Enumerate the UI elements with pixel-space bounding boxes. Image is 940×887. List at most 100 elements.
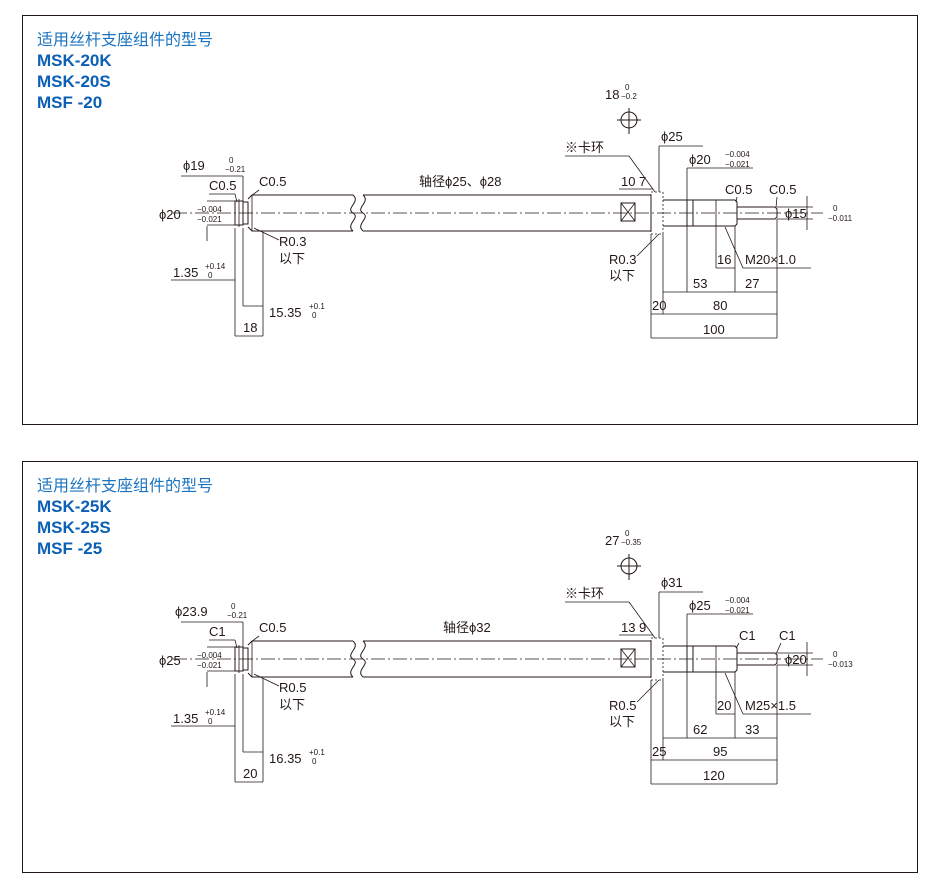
- tol-upper: 0: [229, 156, 234, 165]
- width-symbol: [617, 108, 641, 134]
- snap-ring-collar: [650, 637, 664, 681]
- shaft-drawing: 27 0 −0.35 ϕ23.9 0 −0.21 C1 C0.5 ϕ25 −0.…: [159, 529, 853, 785]
- chamfer-label: C0.5: [769, 182, 796, 197]
- left-radius-note: 以下: [279, 697, 305, 712]
- wrench-flat-b: 7: [639, 174, 646, 189]
- model-name: MSK-20K: [37, 51, 112, 70]
- chamfer-label: C1: [209, 624, 226, 639]
- bearing-journal: [663, 199, 716, 227]
- shaft-diameter-note: 轴径ϕ25、ϕ28: [419, 174, 501, 189]
- left-length-a: 15.35: [269, 305, 302, 320]
- break-line-right: [360, 640, 366, 678]
- wrench-flat-box: [620, 202, 636, 222]
- chamfer-label: C0.5: [259, 620, 286, 635]
- main-shaft: [363, 194, 652, 232]
- tol-lower: −0.21: [225, 165, 246, 174]
- tol-upper: −0.004: [197, 651, 222, 660]
- shaft-tip: [737, 206, 778, 220]
- left-radius-note: 以下: [279, 251, 305, 266]
- top-width-label: 27: [605, 533, 619, 548]
- tol-lower: −0.021: [725, 606, 750, 615]
- thread-length: 27: [745, 276, 759, 291]
- tol-upper: 0: [625, 529, 630, 538]
- applicable-models-header: 适用丝杆支座组件的型号 MSK-20K MSK-20S MSF -20: [37, 30, 213, 113]
- thread-length: 33: [745, 722, 759, 737]
- tol-lower: −0.021: [197, 661, 222, 670]
- tol-upper: −0.004: [725, 596, 750, 605]
- width-symbol: [617, 554, 641, 580]
- chamfer-label: C0.5: [259, 174, 286, 189]
- tol-upper: −0.004: [197, 205, 222, 214]
- right-radius-note: 以下: [609, 714, 635, 729]
- model-name: MSK-25K: [37, 497, 112, 516]
- tol-upper: 0: [833, 650, 838, 659]
- left-length-b: 18: [243, 320, 257, 335]
- thread-relief-length: 16: [717, 252, 731, 267]
- groove-width-label: 1.35: [173, 265, 198, 280]
- length-80: 80: [713, 298, 727, 313]
- collar-length: 25: [652, 744, 666, 759]
- tol-lower: 0: [208, 271, 213, 280]
- journal-diameter: ϕ25: [689, 598, 711, 613]
- left-length-a: 16.35: [269, 751, 302, 766]
- chamfer-label: C0.5: [725, 182, 752, 197]
- collar-diameter: ϕ31: [661, 575, 683, 590]
- tol-lower: −0.2: [621, 92, 637, 101]
- tol-lower: −0.21: [227, 611, 248, 620]
- tol-lower: 0: [312, 757, 317, 766]
- thread-spec: M20×1.0: [745, 252, 796, 267]
- tol-lower: −0.013: [828, 660, 853, 669]
- tol-upper: +0.14: [205, 262, 226, 271]
- snap-ring-note: ※卡环: [565, 140, 604, 155]
- shaft-drawing: 18 0 −0.2 ϕ19 0 −0.21 C0.5 C0.5 ϕ20 −0.0…: [159, 83, 853, 339]
- total-length: 120: [703, 768, 725, 783]
- main-shaft: [363, 640, 652, 678]
- chamfer-label: C1: [739, 628, 756, 643]
- model-name: MSF -20: [37, 93, 103, 112]
- journal-diameter: ϕ20: [689, 152, 711, 167]
- length-95: 95: [713, 744, 727, 759]
- right-radius-label: R0.5: [609, 698, 636, 713]
- shaft-tip: [737, 652, 778, 666]
- applicable-models-caption: 适用丝杆支座组件的型号: [37, 30, 214, 49]
- left-end-geometry: [234, 194, 353, 232]
- threaded-section: [716, 645, 738, 673]
- chamfer-label: C0.5: [209, 178, 236, 193]
- shaft-drawing-panel-1: 适用丝杆支座组件的型号 MSK-20K MSK-20S MSF -20: [22, 15, 918, 425]
- tol-upper: +0.1: [309, 748, 325, 757]
- applicable-models-header: 适用丝杆支座组件的型号 MSK-25K MSK-25S MSF -25: [37, 476, 213, 559]
- tip-diameter: ϕ20: [785, 652, 807, 667]
- tol-upper: 0: [231, 602, 236, 611]
- break-line-left: [350, 640, 356, 678]
- tol-upper: 0: [833, 204, 838, 213]
- collar-diameter: ϕ25: [661, 129, 683, 144]
- shaft-diameter-note: 轴径ϕ32: [443, 620, 491, 635]
- tip-diameter: ϕ15: [785, 206, 807, 221]
- left-radius-label: R0.5: [279, 680, 306, 695]
- chamfer-label: C1: [779, 628, 796, 643]
- tol-lower: 0: [208, 717, 213, 726]
- right-radius-note: 以下: [609, 268, 635, 283]
- model-name: MSK-25S: [37, 518, 111, 537]
- model-name: MSF -25: [37, 539, 103, 558]
- left-radius-label: R0.3: [279, 234, 306, 249]
- wrench-flat-box: [620, 648, 636, 668]
- wrench-flat-a: 10: [621, 174, 635, 189]
- bearing-journal: [663, 645, 716, 673]
- end-diameter-label: ϕ20: [159, 207, 181, 222]
- break-line-right: [360, 194, 366, 232]
- left-diameter-label: ϕ23.9: [175, 604, 208, 619]
- tol-upper: 0: [625, 83, 630, 92]
- wrench-flat-b: 9: [639, 620, 646, 635]
- applicable-models-caption: 适用丝杆支座组件的型号: [37, 476, 214, 495]
- top-width-label: 18: [605, 87, 619, 102]
- thread-relief-length: 20: [717, 698, 731, 713]
- tol-upper: −0.004: [725, 150, 750, 159]
- tol-upper: +0.14: [205, 708, 226, 717]
- left-length-b: 20: [243, 766, 257, 781]
- tol-lower: −0.35: [621, 538, 642, 547]
- shaft-drawing-panel-2: 适用丝杆支座组件的型号 MSK-25K MSK-25S MSF -25 27 0: [22, 461, 918, 873]
- tol-lower: 0: [312, 311, 317, 320]
- break-line-left: [350, 194, 356, 232]
- groove-width-label: 1.35: [173, 711, 198, 726]
